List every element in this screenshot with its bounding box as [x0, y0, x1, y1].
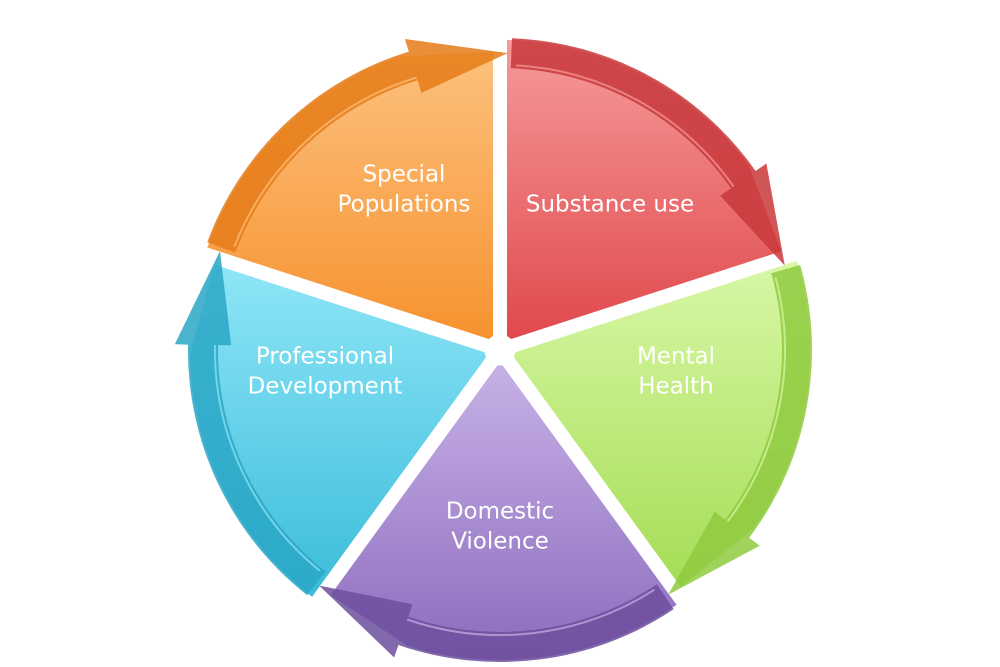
segment-label: Professional [256, 344, 394, 370]
segment-label: Substance use [526, 192, 694, 218]
segment-label: Mental [637, 344, 715, 370]
cycle-arrow [668, 265, 813, 595]
cycle-arrow [319, 584, 674, 663]
arrow-highlight [406, 588, 655, 637]
arrow-highlight [726, 276, 786, 523]
cycle-arrow [207, 39, 508, 253]
segment-label: Populations [338, 192, 471, 218]
segment-label: Development [248, 374, 403, 400]
segment-wedge [207, 52, 494, 339]
cycle-segment: Substance use [507, 38, 785, 339]
segment-wedge [507, 40, 782, 339]
segment-label: Violence [451, 529, 549, 555]
segment-wedge [330, 365, 677, 661]
segment-label: Domestic [446, 499, 554, 525]
cycle-arrow [174, 250, 326, 596]
cycle-arrow [510, 38, 785, 266]
segment-label: Special [363, 162, 446, 188]
arrow-highlight [213, 344, 321, 572]
segment-label: Health [638, 374, 714, 400]
arrow-highlight [233, 76, 417, 248]
arrow-highlight [515, 64, 735, 188]
